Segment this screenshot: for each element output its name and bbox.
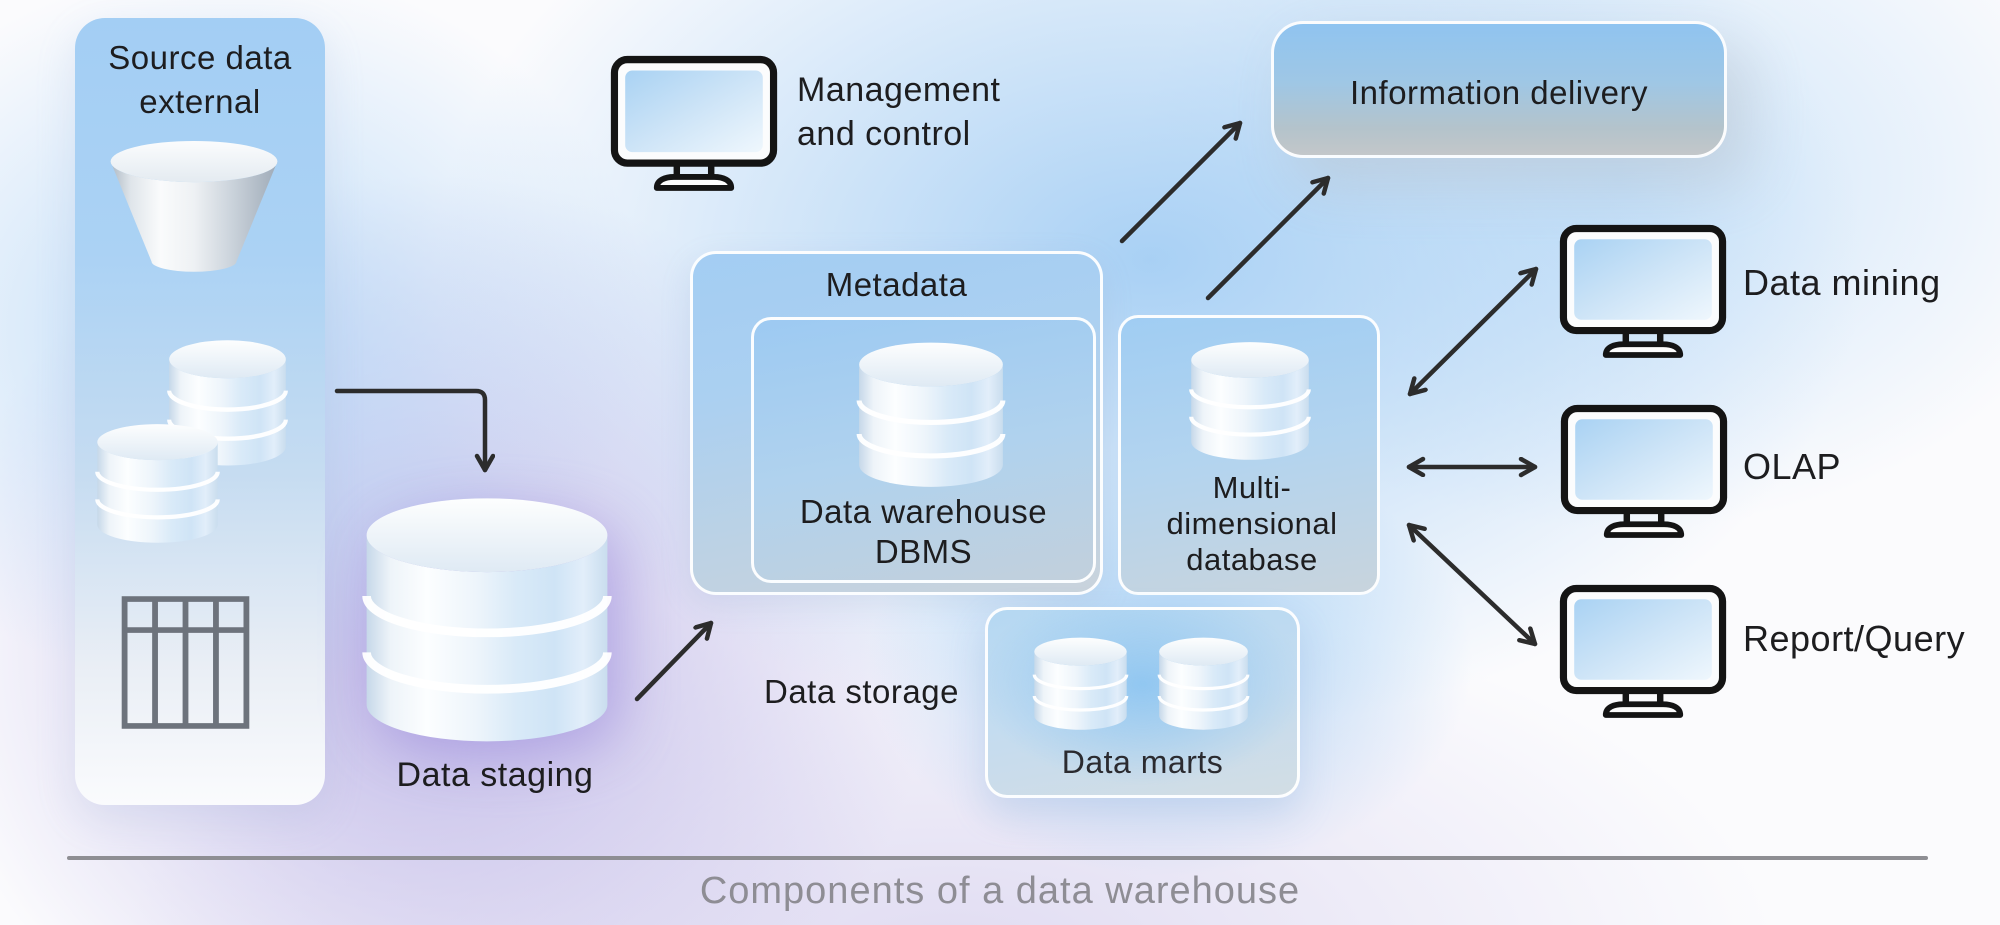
arrow-staging-to-storage — [634, 620, 714, 702]
management-and-control-label: Management and control — [797, 71, 1001, 153]
arrow-source-to-staging — [334, 388, 485, 473]
information-delivery-box: Information delivery — [1271, 21, 1727, 158]
arrow-multidimensional-report-query — [1406, 522, 1538, 647]
monitor-icon — [1557, 222, 1729, 360]
arrow-multidimensional-to-information-delivery — [1205, 175, 1331, 301]
database-cylinder-icon — [1032, 636, 1129, 732]
monitor-icon — [1558, 402, 1730, 540]
footer-divider-line — [67, 856, 1928, 860]
data-staging-label: Data staging — [396, 756, 594, 794]
monitor-icon — [1557, 582, 1729, 720]
report-query-label: Report/Query — [1743, 618, 1966, 659]
data-marts-label: Data marts — [1061, 744, 1224, 780]
database-cylinder-icon — [93, 422, 222, 547]
monitor-icon — [608, 53, 780, 193]
database-cylinder-icon — [1187, 340, 1313, 464]
data-mining-label: Data mining — [1743, 262, 1941, 303]
arrow-multidimensional-data-mining — [1407, 266, 1539, 397]
diagram-title: Components of a data warehouse — [699, 870, 1301, 912]
data-storage-label: Data storage — [764, 673, 959, 710]
metadata-box: Metadata Data warehouse DBMS — [690, 251, 1103, 595]
olap-label: OLAP — [1743, 446, 1842, 487]
metadata-label: Metadata — [825, 266, 968, 303]
data-warehouse-dbms-box: Data warehouse DBMS — [751, 317, 1096, 583]
funnel-icon — [110, 140, 278, 272]
database-cylinder-icon — [1157, 636, 1250, 732]
arrow-metadata-to-information-delivery — [1119, 120, 1243, 244]
source-data-panel: Source data external — [75, 18, 325, 805]
database-cylinder-icon — [358, 494, 616, 750]
source-panel-label: Source data external — [108, 39, 292, 120]
table-grid-icon — [113, 592, 258, 733]
multidimensional-database-label: Multi- dimensional database — [1166, 470, 1338, 577]
information-delivery-label: Information delivery — [1350, 74, 1648, 111]
database-cylinder-icon — [854, 340, 1008, 492]
dbms-label: Data warehouse DBMS — [799, 493, 1048, 570]
multidimensional-database-box: Multi- dimensional database — [1118, 315, 1380, 595]
data-marts-box: Data marts — [985, 607, 1300, 798]
